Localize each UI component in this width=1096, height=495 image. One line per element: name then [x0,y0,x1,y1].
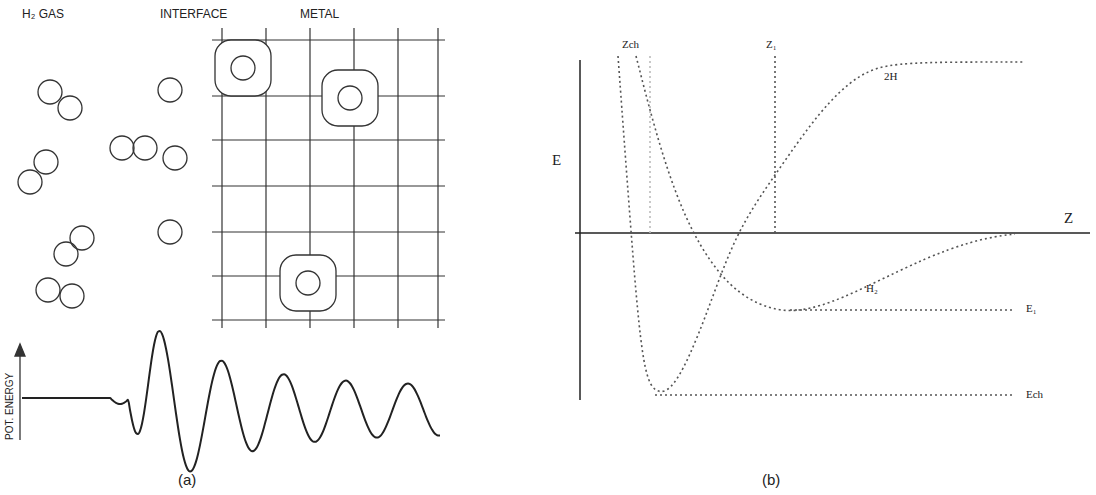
region-label: INTERFACE [160,8,227,21]
region-label: METAL [300,8,339,21]
energy-axis [15,344,25,440]
ech-level [655,394,1015,396]
curve-label: H₂ [866,282,878,294]
energy-label: E₁ [1026,302,1037,314]
energy-curves [618,56,1025,395]
axis-label: POT. ENERGY [4,373,15,440]
position-label: Z₁ [766,38,777,50]
z1-marker [774,56,776,233]
energy-label: Ech [1026,388,1043,400]
curve-label: 2H [884,70,897,82]
panel-label: (b) [762,472,780,489]
e1-level [790,309,1015,311]
panel-label: (a) [178,472,196,489]
potential-curve [22,331,440,471]
axis-label: Z [1064,210,1073,227]
gas-molecules [18,80,157,308]
axes-b [575,60,1090,400]
axis-label: E [552,152,561,169]
molecular-curve [636,56,1015,311]
atomic-curve [618,56,1025,391]
region-label: H₂ GAS [22,8,64,21]
position-label: Zch [622,38,639,50]
adsorbed-atoms [158,78,187,244]
absorbed-atoms [215,40,378,311]
metal-lattice [212,28,445,328]
zch-marker [649,56,651,233]
